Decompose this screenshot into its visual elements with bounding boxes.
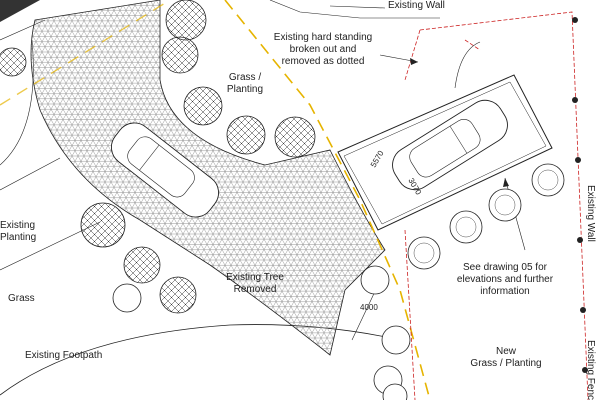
shrubs	[112, 163, 565, 400]
car-bay	[392, 99, 508, 191]
hard-standing-line2: broken out and	[289, 44, 357, 55]
existing-planting-line2: Planting	[0, 232, 37, 243]
see-drawing-line2: elevations and further	[456, 274, 554, 285]
see-drawing-line1: See drawing 05 for	[463, 262, 547, 273]
leader-wall-top	[329, 5, 386, 9]
shrubs-inner	[413, 169, 559, 264]
new-grass-line1: New	[495, 346, 516, 357]
label-existing-tree: Existing Tree Removed	[220, 272, 290, 296]
label-existing-fence-right: Existing Fence	[585, 340, 596, 400]
road-line-topright	[269, 0, 440, 19]
grass-planting-top-line1: Grass /	[228, 72, 262, 83]
hard-standing-line3: removed as dotted	[281, 56, 365, 67]
label-grass-left: Grass	[8, 293, 35, 304]
red-boundary	[404, 11, 589, 400]
label-existing-wall-right: Existing Wall	[585, 185, 596, 242]
label-existing-planting: Existing Planting	[0, 220, 36, 244]
grass-planting-top-line2: Planting	[226, 84, 264, 95]
existing-planting-line1: Existing	[0, 220, 36, 231]
trees-dark	[0, 0, 316, 314]
existing-tree-line1: Existing Tree	[226, 272, 284, 283]
existing-tree-line2: Removed	[233, 284, 277, 295]
yellow-dashed-line-2	[0, 0, 171, 106]
parking-bay	[337, 74, 553, 231]
car-driveway	[110, 122, 220, 218]
label-see-drawing: See drawing 05 for elevations and furthe…	[450, 262, 560, 298]
label-new-grass: New Grass / Planting	[458, 346, 554, 370]
footpath-curve-outer	[0, 324, 401, 396]
arrow-head-2	[503, 178, 509, 187]
wall-block	[0, 0, 40, 22]
parking-bay-inner	[343, 81, 547, 225]
road-line-left	[0, 157, 61, 191]
fence-posts	[572, 17, 588, 373]
arrow-head	[410, 58, 418, 65]
new-grass-line2: Grass / Planting	[470, 358, 542, 369]
see-drawing-line3: information	[480, 286, 530, 297]
label-existing-footpath: Existing Footpath	[25, 350, 103, 361]
label-grass-planting-top: Grass / Planting	[222, 72, 268, 96]
label-hard-standing: Existing hard standing broken out and re…	[265, 32, 381, 68]
dim-4000: 4000	[360, 303, 378, 312]
hard-standing-line1: Existing hard standing	[273, 32, 373, 43]
red-boundary-2	[404, 229, 416, 400]
gate-arc	[454, 41, 481, 89]
label-existing-wall-top: Existing Wall	[388, 0, 445, 11]
